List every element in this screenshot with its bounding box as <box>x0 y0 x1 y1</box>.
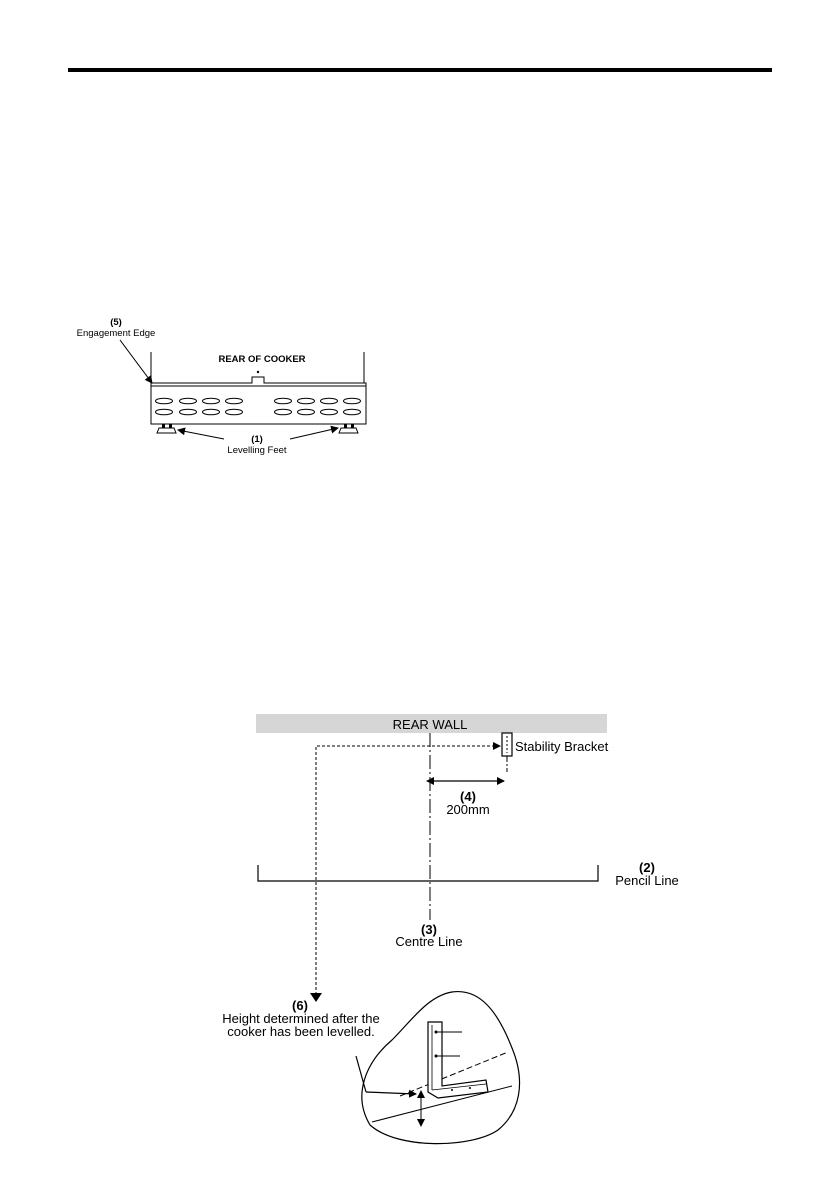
rear-wall-figure: REAR WALL Stability Bracket (4) 200mm (2… <box>222 714 679 1144</box>
rear-of-cooker-figure: (5) Engagement Edge REAR OF COOKER <box>77 317 366 456</box>
centre-line-label: Centre Line <box>395 934 462 949</box>
rear-of-cooker-label: REAR OF COOKER <box>218 354 305 365</box>
engagement-edge-number: (5) <box>110 317 122 328</box>
height-leader-line <box>316 746 500 1000</box>
right-levelling-foot <box>339 424 358 433</box>
height-leader-arrowhead-down <box>310 993 322 1002</box>
levelling-feet-number: (1) <box>251 434 263 445</box>
height-leader-arrowhead-right <box>493 742 501 750</box>
distance-label: 200mm <box>446 802 489 817</box>
levelling-feet-label: Levelling Feet <box>227 445 287 456</box>
right-foot-arrow <box>290 428 338 439</box>
pencil-line-label: Pencil Line <box>615 873 679 888</box>
left-levelling-foot <box>157 424 176 433</box>
rear-panel <box>151 386 366 424</box>
pencil-line <box>258 865 598 881</box>
left-foot-arrow <box>178 430 224 439</box>
engagement-edge <box>151 377 366 386</box>
engagement-edge-arrow <box>120 340 152 383</box>
bracket-detail-inset <box>356 992 520 1144</box>
stability-bracket-label: Stability Bracket <box>515 739 609 754</box>
engagement-edge-label: Engagement Edge <box>77 328 156 339</box>
rear-wall-label: REAR WALL <box>393 717 468 732</box>
height-note-line2: cooker has been levelled. <box>227 1024 374 1039</box>
screw-dot <box>257 371 259 373</box>
